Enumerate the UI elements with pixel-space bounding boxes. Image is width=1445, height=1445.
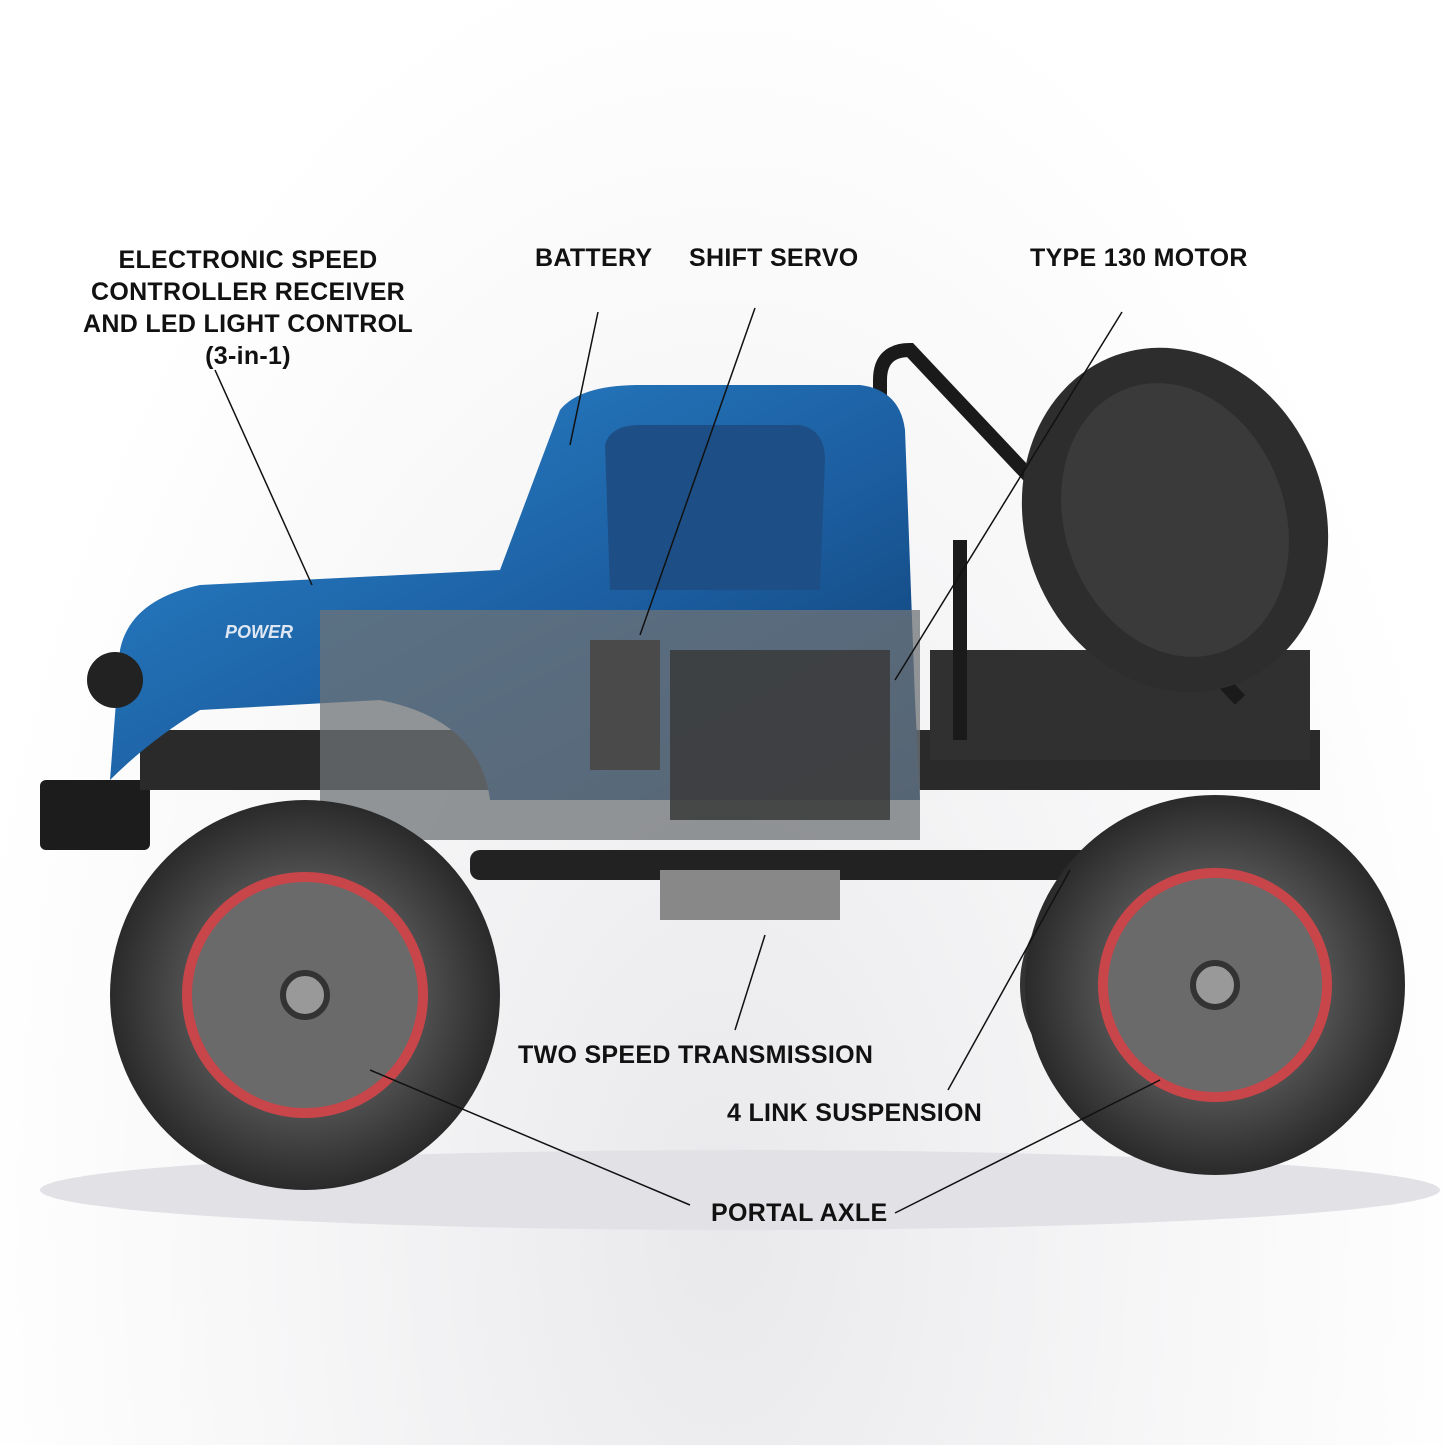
callout-esc: ELECTRONIC SPEED CONTROLLER RECEIVER AND… bbox=[78, 244, 418, 372]
servo bbox=[590, 640, 660, 770]
callout-esc-line: (3-in-1) bbox=[205, 342, 291, 370]
gearbox bbox=[670, 650, 890, 820]
cab-window bbox=[605, 425, 825, 590]
hood-badge: POWER bbox=[225, 622, 293, 642]
rear-wheel bbox=[1020, 795, 1405, 1175]
callout-esc-line: ELECTRONIC SPEED bbox=[118, 246, 378, 274]
callout-suspension: 4 LINK SUSPENSION bbox=[727, 1099, 983, 1127]
callout-esc-line: AND LED LIGHT CONTROL bbox=[83, 310, 413, 338]
callout-portal-axle: PORTAL AXLE bbox=[711, 1199, 888, 1227]
headlight bbox=[87, 652, 143, 708]
callout-esc-line: CONTROLLER RECEIVER bbox=[90, 278, 406, 306]
callout-shift-servo: SHIFT SERVO bbox=[689, 244, 859, 272]
leader-lines bbox=[214, 307, 1161, 1214]
callout-battery: BATTERY bbox=[535, 244, 653, 272]
callout-motor: TYPE 130 MOTOR bbox=[1030, 244, 1248, 272]
front-wheel bbox=[110, 800, 500, 1190]
callout-transmission: TWO SPEED TRANSMISSION bbox=[518, 1041, 874, 1069]
